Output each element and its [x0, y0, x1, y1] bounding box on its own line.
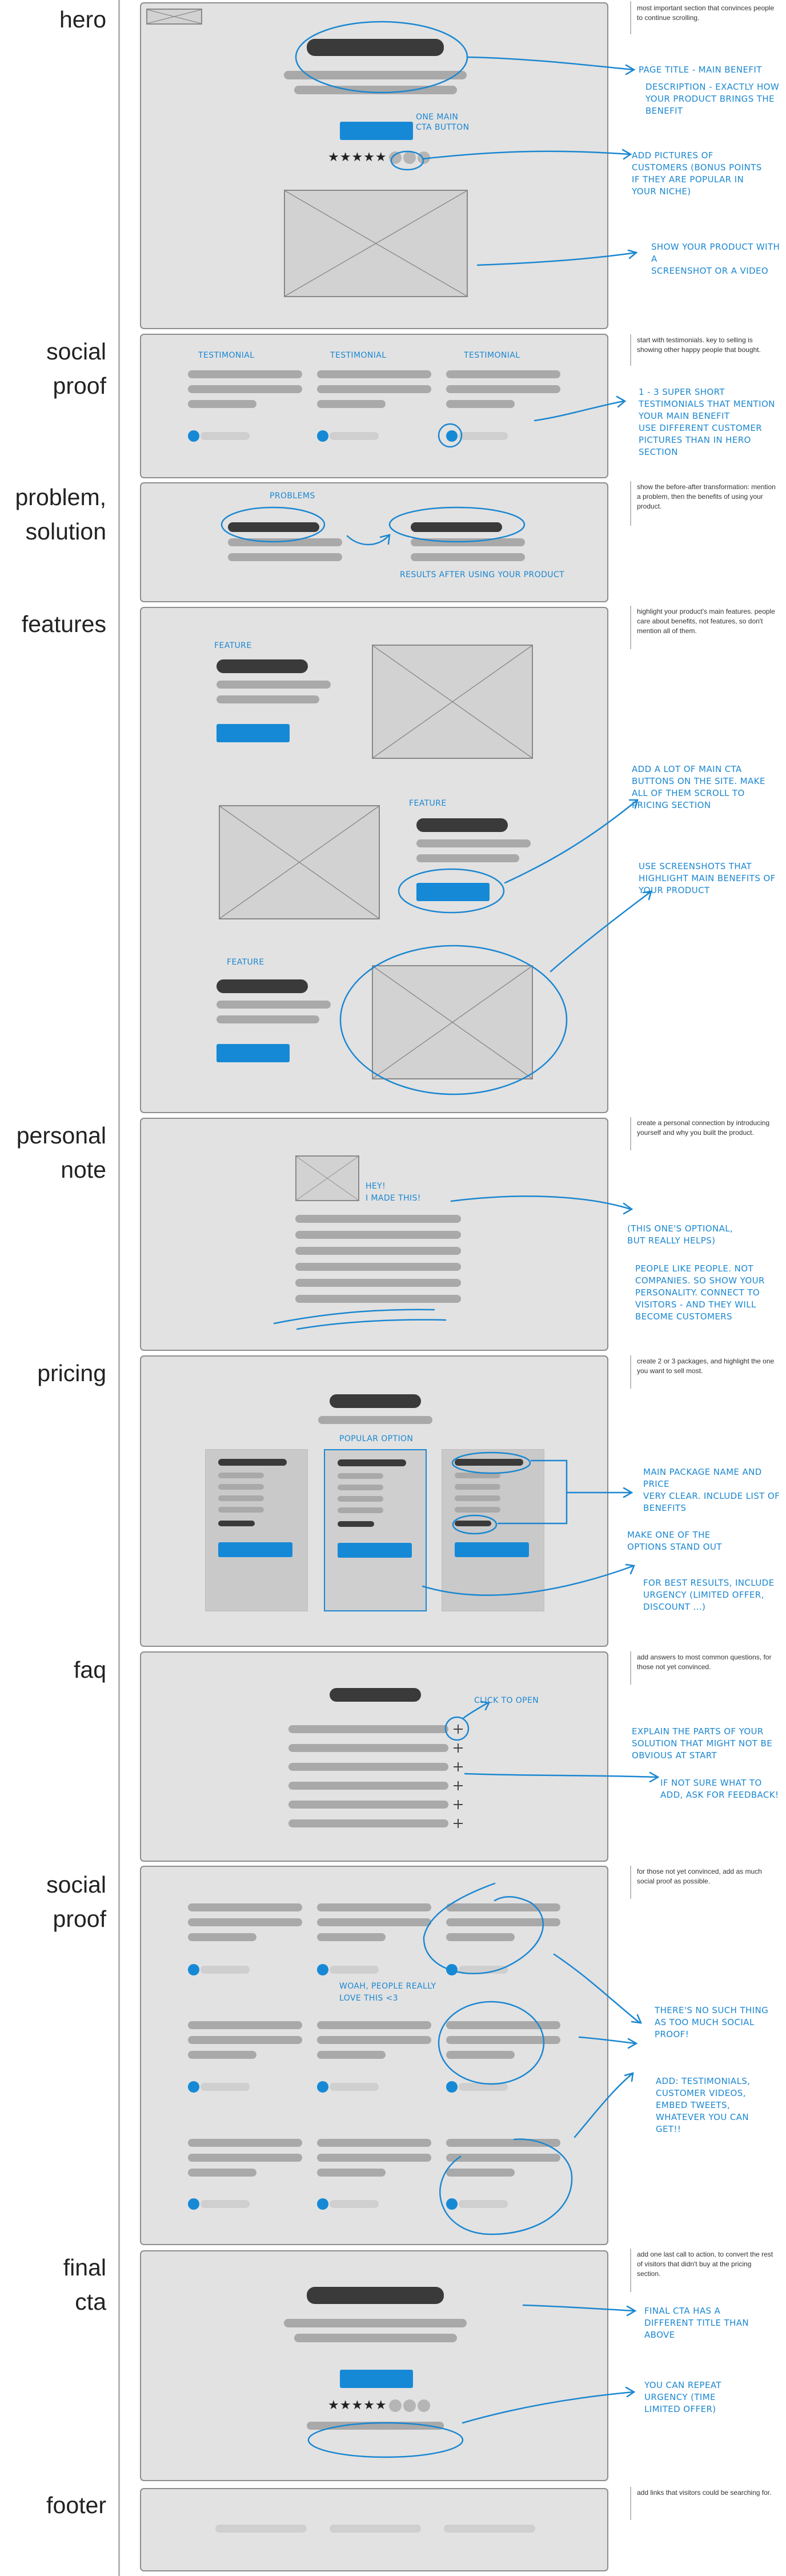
final-cta-button[interactable] — [340, 2370, 413, 2388]
annotation-hero-cta: one main cta button — [416, 113, 470, 132]
social-proof-panel — [140, 334, 608, 478]
problem-solution-panel — [140, 482, 608, 602]
final-rating: ★★★★★ — [328, 2398, 430, 2413]
avatar — [388, 151, 402, 165]
pricing-card-popular[interactable] — [324, 1449, 427, 1611]
plus-icon[interactable] — [452, 1780, 464, 1791]
annotation-faq-explain: explain the parts of your solution that … — [632, 1726, 773, 1761]
testimonial-label: testimonial — [198, 351, 255, 360]
pricing-card[interactable] — [442, 1449, 544, 1611]
faq-panel — [140, 1651, 608, 1862]
feature-cta-button[interactable] — [416, 883, 490, 901]
annotation-features-screenshots: use screenshots that highlight main bene… — [639, 861, 776, 895]
avatar — [403, 151, 416, 165]
plus-icon[interactable] — [452, 1761, 464, 1773]
founder-photo-placeholder — [295, 1155, 359, 1201]
footer-link[interactable] — [215, 2525, 307, 2533]
annotation-final-title: final cta has a different title than abo… — [644, 2306, 749, 2340]
note-social-proof: start with testimonials. key to selling … — [637, 336, 761, 354]
section-label-hero: hero — [59, 6, 106, 33]
hero-cta-button[interactable] — [340, 122, 413, 140]
annotation-hero-screenshot: show your product with a screenshot or a… — [651, 242, 780, 276]
feature-cta-button[interactable] — [216, 1044, 290, 1062]
annotation-optional: (this one's optional, but really helps) — [627, 1223, 733, 1246]
note-faq: add answers to most common questions, fo… — [637, 1653, 772, 1671]
testimonial-label: testimonial — [464, 351, 520, 360]
note-hero: most important section that convinces pe… — [637, 4, 775, 22]
plus-icon[interactable] — [452, 1742, 464, 1754]
note-pricing: create 2 or 3 packages, and highlight th… — [637, 1357, 775, 1375]
hero-title — [307, 39, 444, 56]
annotation-hero-avatars: add pictures of customers (bonus points … — [632, 150, 762, 197]
feature-label: feature — [214, 641, 252, 650]
section-label-social-proof-2: social proof — [46, 1871, 106, 1932]
section-label-problem-solution: problem, solution — [15, 484, 106, 545]
star-icon: ★★★★★ — [328, 150, 387, 164]
plus-icon[interactable] — [452, 1818, 464, 1829]
feature-cta-button[interactable] — [216, 724, 290, 742]
section-label-final-cta: final cta — [63, 2254, 106, 2315]
annotation-hero-title: page title - main benefit — [639, 65, 762, 75]
section-label-features: features — [21, 611, 106, 637]
note-final-cta: add one last call to action, to convert … — [637, 2250, 773, 2278]
social-proof-2-panel — [140, 1866, 608, 2245]
section-label-social-proof: social proof — [46, 338, 106, 399]
footer-panel — [140, 2488, 608, 2571]
avatar — [417, 151, 430, 165]
annotation-people-like-people: people like people. not companies. so sh… — [635, 1263, 765, 1322]
annotation-final-urgency: you can repeat urgency (time limited off… — [644, 2380, 721, 2414]
annotation-pricing-urgency: for best results, include urgency (limit… — [643, 1578, 775, 1612]
note-social-proof-2: for those not yet convinced, add as much… — [637, 1867, 762, 1885]
final-cta-panel: ★★★★★ — [140, 2250, 608, 2481]
section-label-footer: footer — [46, 2492, 106, 2518]
annotation-faq-feedback: if not sure what to add, ask for feedbac… — [660, 1778, 779, 1800]
plus-icon[interactable] — [452, 1723, 464, 1735]
click-to-open-label: click to open — [474, 1696, 539, 1705]
footer-link[interactable] — [444, 2525, 535, 2533]
note-features: highlight your product's main features. … — [637, 607, 775, 635]
annotation-add-testimonials: add: testimonials, customer videos, embe… — [656, 2076, 751, 2134]
section-label-faq: faq — [74, 1657, 106, 1683]
logo-placeholder — [146, 9, 202, 25]
note-problem-solution: show the before-after transformation: me… — [637, 483, 776, 510]
note-personal-note: create a personal connection by introduc… — [637, 1119, 770, 1137]
section-label-personal-note: personal note — [16, 1122, 106, 1183]
annotation-social-proof: 1 - 3 super short testimonials that ment… — [639, 387, 775, 457]
feature-label: feature — [227, 958, 264, 967]
popular-option-label: popular option — [339, 1434, 414, 1443]
testimonial-label: testimonial — [330, 351, 387, 360]
footer-link[interactable] — [330, 2525, 421, 2533]
annotation-pricing-standout: make one of the options stand out — [627, 1530, 722, 1552]
annotation-pricing-package: main package name and price very clear. … — [643, 1467, 780, 1513]
features-panel — [140, 607, 608, 1113]
handwriting-hey: hey! i made this! — [366, 1182, 421, 1203]
star-icon: ★★★★★ — [328, 2398, 387, 2412]
pricing-panel — [140, 1355, 608, 1647]
hero-description-line — [284, 71, 467, 79]
note-footer: add links that visitors could be searchi… — [637, 2489, 772, 2497]
results-label: results after using your product — [400, 570, 565, 579]
section-label-pricing: pricing — [37, 1360, 106, 1386]
feature-label: feature — [409, 799, 447, 808]
annotation-hero-description: description - exactly how your product b… — [645, 82, 780, 116]
plus-icon[interactable] — [452, 1799, 464, 1810]
pricing-card[interactable] — [205, 1449, 308, 1611]
problems-label: problems — [270, 491, 315, 501]
hero-description-line — [294, 86, 457, 94]
timeline-line — [118, 0, 120, 2576]
hero-rating: ★★★★★ — [328, 150, 430, 165]
hero-panel: ★★★★★ — [140, 2, 608, 329]
woah-label: woah, people really love this <3 — [339, 1982, 436, 2003]
annotation-features-cta: add a lot of main cta buttons on the sit… — [632, 764, 765, 810]
personal-note-panel — [140, 1118, 608, 1351]
hero-screenshot-placeholder — [284, 190, 468, 297]
